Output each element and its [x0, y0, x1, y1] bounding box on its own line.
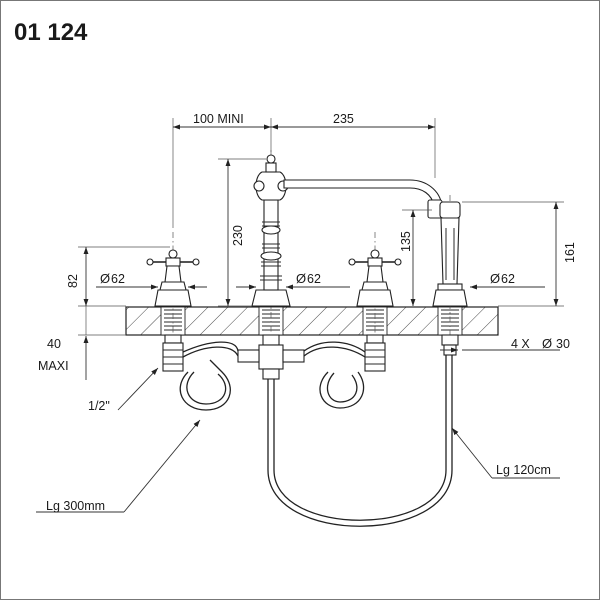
- dimension-lines: [36, 118, 564, 513]
- dimension-labels: 100 MINI 235 230 82 135 161 40 MAXI 1/2"…: [38, 112, 577, 513]
- dim-hose-long: Lg 120cm: [496, 463, 551, 477]
- diameter-symbol-right: Ø: [490, 271, 500, 286]
- long-hose: [267, 355, 453, 527]
- dim-handshower-height: 135: [399, 231, 413, 252]
- under-deck-fittings: [162, 334, 459, 411]
- right-cross-handle: [348, 249, 402, 307]
- dim-flange-center: 62: [307, 272, 321, 286]
- diameter-symbol-holes: Ø: [542, 336, 552, 351]
- dim-hole-diameter: 30: [556, 337, 570, 351]
- deck-section: [125, 306, 499, 336]
- dim-spread-min: 100 MINI: [193, 112, 244, 126]
- dim-total-height: 161: [563, 242, 577, 263]
- dim-spout-reach: 235: [333, 112, 354, 126]
- model-number: 01 124: [14, 19, 88, 46]
- diameter-symbol-center: Ø: [296, 271, 306, 286]
- dim-hose-short: Lg 300mm: [46, 499, 105, 513]
- dim-connector: 1/2": [88, 399, 110, 413]
- dim-deck-thickness-maxi: MAXI: [38, 359, 69, 373]
- dim-spout-height: 230: [231, 225, 245, 246]
- dim-flange-left: 62: [111, 272, 125, 286]
- diameter-symbol-left: Ø: [100, 271, 110, 286]
- dim-holes-count: 4 X: [511, 337, 530, 351]
- hand-shower: [427, 199, 468, 307]
- dim-deck-thickness: 40: [47, 337, 61, 351]
- dim-handle-height: 82: [66, 274, 80, 288]
- dim-flange-right: 62: [501, 272, 515, 286]
- left-cross-handle: [146, 249, 200, 307]
- center-spout: [251, 154, 443, 307]
